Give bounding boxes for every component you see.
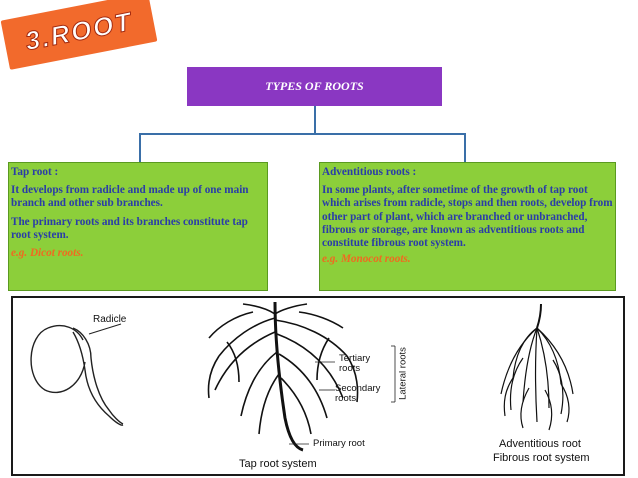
fibrous-root-drawing (500, 303, 574, 431)
badge-text: 3.ROOT (22, 5, 136, 57)
label-tap-root-system: Tap root system (239, 458, 317, 470)
tap-root-example: e.g. Dicot roots. (11, 247, 84, 260)
root-drawings (30, 301, 574, 452)
label-adventitious-root: Adventitious root (499, 438, 581, 450)
diagram-title: TYPES OF ROOTS (187, 67, 442, 106)
adventitious-root-box: Adventitious roots : In some plants, aft… (319, 162, 616, 291)
connector-vertical-top (314, 106, 316, 134)
label-tertiary-roots: Tertiary roots (339, 353, 371, 374)
root-illustration-panel: Radicle Tertiary roots Secondary roots L… (11, 296, 625, 476)
tap-root-drawing (207, 301, 359, 452)
tap-root-heading: Tap root : (11, 166, 59, 178)
tap-root-system-note: The primary roots and its branches const… (11, 215, 248, 241)
label-radicle: Radicle (93, 314, 127, 325)
label-fibrous-root-system: Fibrous root system (493, 452, 590, 464)
tap-root-box: Tap root : It develops from radicle and … (8, 162, 268, 291)
label-primary-root: Primary root (313, 438, 365, 449)
label-lateral-roots: Lateral roots (397, 347, 409, 400)
connector-horizontal (139, 133, 466, 135)
tap-root-description: It develops from radicle and made up of … (11, 184, 249, 210)
seed-radicle-drawing (30, 323, 124, 426)
connector-right-drop (464, 133, 466, 163)
connector-left-drop (139, 133, 141, 163)
section-badge: 3.ROOT (0, 0, 158, 70)
adventitious-root-heading: Adventitious roots : (322, 166, 417, 178)
adventitious-root-example: e.g. Monocot roots. (322, 253, 411, 266)
adventitious-root-description: In some plants, after sometime of the gr… (322, 184, 613, 250)
label-secondary-roots: Secondary roots (335, 383, 381, 404)
